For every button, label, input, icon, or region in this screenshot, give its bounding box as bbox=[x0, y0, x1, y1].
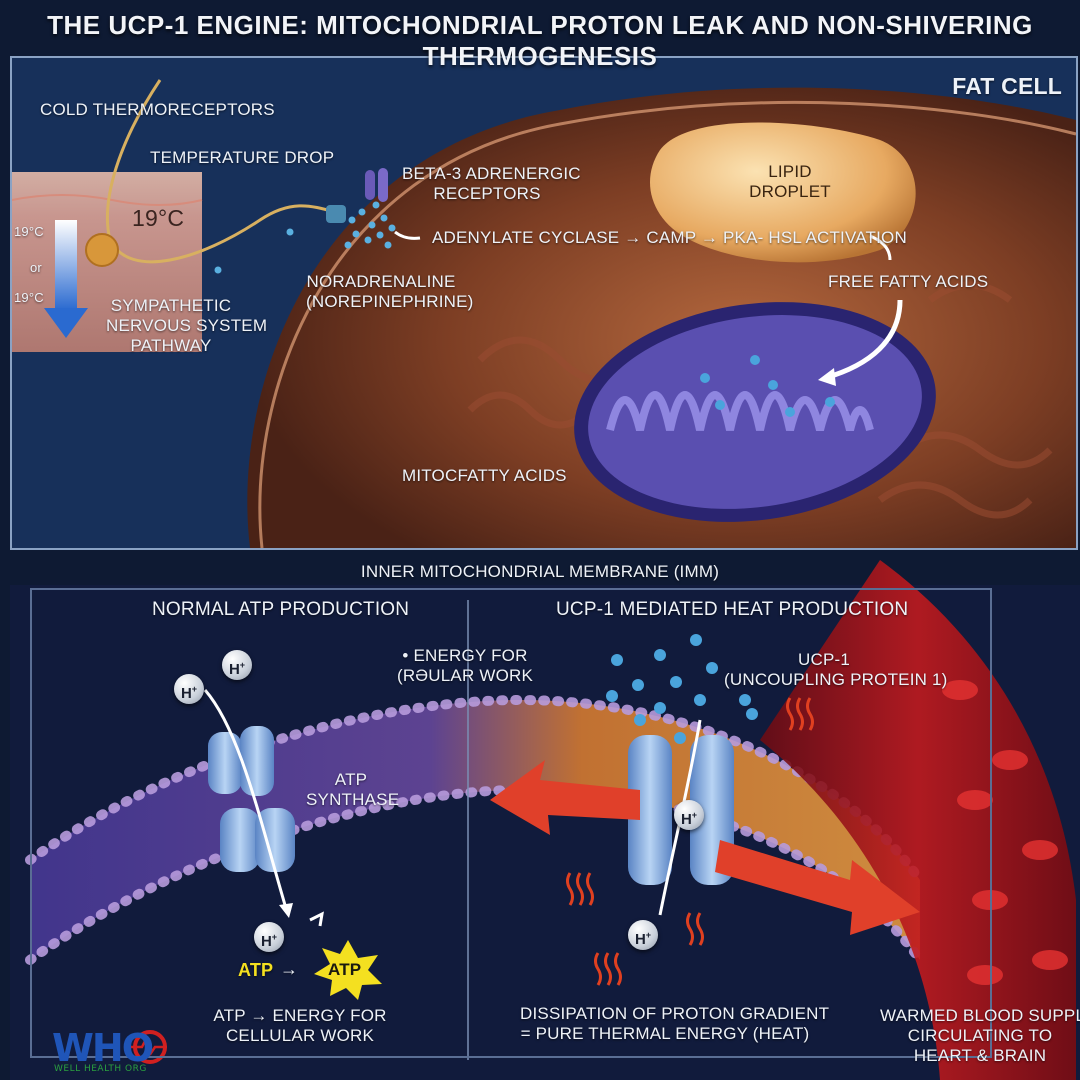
page-title: THE UCP-1 ENGINE: MITOCHONDRIAL PROTON L… bbox=[47, 10, 1033, 71]
blood-vessel bbox=[760, 560, 1076, 1080]
ucp1-label: UCP-1(UNCOUPLING PROTEIN 1) bbox=[724, 650, 948, 689]
logo-emblem bbox=[130, 1030, 167, 1064]
noradrenaline-label: NORADRENALINE(NOREPINEPHRINE) bbox=[306, 272, 474, 311]
temp-scale-or: or bbox=[30, 260, 42, 275]
free-fatty-acids-label: FREE FATTY ACIDS bbox=[828, 272, 989, 291]
energy-work-label: • ENERGY FOR(RƏULAR WORK bbox=[396, 646, 534, 685]
proton-ion: H+ bbox=[254, 922, 284, 952]
heat-waves bbox=[566, 697, 814, 986]
atp-text: ATP bbox=[238, 960, 274, 980]
atp-burst-label: ATP bbox=[328, 960, 362, 979]
ucp1-protein bbox=[628, 735, 734, 885]
ucp1-heat-title: UCP-1 MEDIATED HEAT PRODUCTION bbox=[556, 599, 909, 620]
imm-title: INNER MITOCHONDRIAL MEMBRANE (IMM) bbox=[360, 562, 720, 581]
temp-scale-top: 19°C bbox=[14, 224, 44, 239]
temperature-arrow bbox=[55, 220, 77, 310]
proton-ion: H+ bbox=[628, 920, 658, 950]
nerve-fiber bbox=[106, 79, 336, 264]
top-panel bbox=[10, 56, 1078, 550]
mito-fatty-acids-label: MITOCFATTY ACIDS bbox=[402, 466, 567, 485]
heat-arrow-left bbox=[490, 760, 640, 835]
logo-subtitle: WELL HEALTH ORG bbox=[54, 1064, 147, 1074]
proton-ion: H+ bbox=[674, 800, 704, 830]
heat-arrow-right bbox=[715, 840, 920, 935]
bottom-panel bbox=[30, 588, 992, 1058]
proton-ion: H+ bbox=[174, 674, 204, 704]
temperature-drop-label: TEMPERATURE DROP bbox=[150, 148, 335, 167]
noradrenaline-molecules bbox=[214, 201, 396, 274]
temperature-value: 19°C bbox=[132, 205, 185, 231]
signaling-cascade-label: ADENYLATE CYCLASE → CAMP → PKA- HSL ACTI… bbox=[432, 228, 907, 247]
temp-scale-bottom: 19°C bbox=[14, 290, 44, 305]
proton-ion: H+ bbox=[222, 650, 252, 680]
atp-reaction-arrow: → bbox=[280, 959, 299, 979]
logo: WHO bbox=[52, 1026, 154, 1070]
mitochondrion bbox=[574, 302, 936, 522]
cold-thermoreceptors-label: COLD THERMORECEPTORS bbox=[40, 100, 275, 119]
atp-burst bbox=[314, 940, 382, 1000]
proton-cluster bbox=[606, 634, 758, 744]
normal-atp-title: NORMAL ATP PRODUCTION bbox=[152, 599, 410, 620]
lipid-droplet bbox=[650, 122, 916, 263]
nerve-ganglion bbox=[85, 233, 119, 267]
nerve-terminal bbox=[326, 205, 346, 223]
dissipation-label: DISSIPATION OF PROTON GRADIENT= PURE THE… bbox=[520, 1004, 830, 1043]
fat-cell-label: FAT CELL bbox=[952, 73, 1062, 99]
